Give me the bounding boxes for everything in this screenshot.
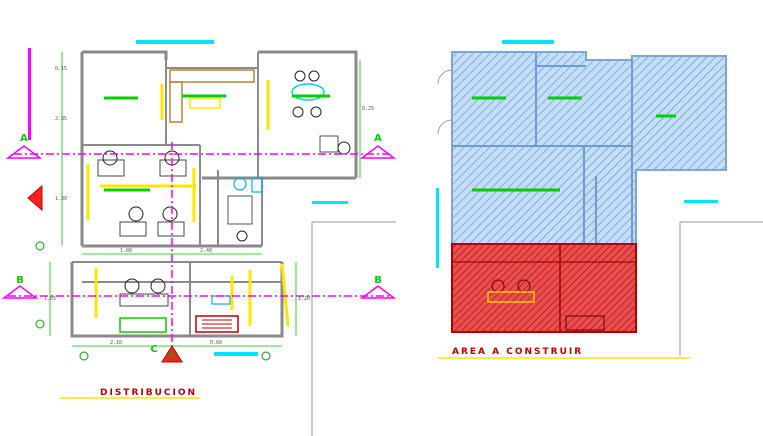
kitchen-counter [169, 69, 255, 123]
yellow-wall-segments [86, 80, 290, 327]
site-boundary [311, 221, 396, 436]
dim-label: 2.10 [110, 340, 122, 346]
cyan-marker [436, 188, 439, 268]
dim-label: 2.85 [55, 116, 67, 122]
dim-label: 0.25 [362, 106, 374, 112]
dim-label: 1.80 [120, 248, 132, 254]
dim-label: 1.30 [55, 196, 67, 202]
dim-label: 0.60 [210, 340, 222, 346]
section-mark-c: C [150, 344, 157, 355]
new-construction-area [451, 243, 637, 333]
section-line-a: A A [5, 133, 397, 159]
plan-distribucion: A A B B C 0.15 2.8 [1, 40, 397, 436]
plan-title-distribucion: DISTRIBUCION [100, 388, 197, 398]
dim-label: 1.65 [44, 296, 56, 302]
cyan-marker [214, 352, 258, 356]
lower-zone-furniture [119, 278, 239, 333]
door-swings [437, 69, 453, 135]
axis-markers [35, 241, 271, 361]
workstations [97, 150, 187, 237]
dimension-labels: 0.15 2.85 1.30 1.65 2.10 0.60 1.80 2.40 … [44, 66, 374, 346]
section-line-b: B B [1, 275, 397, 299]
dim-label: 2.40 [200, 248, 212, 254]
dim-label: 1.20 [298, 296, 310, 302]
inner-walls [72, 52, 282, 336]
section-mark-a-left: A [20, 133, 28, 144]
cyan-marker [312, 201, 348, 204]
existing-area [451, 51, 727, 245]
cyan-marker [136, 40, 214, 44]
cyan-marker [502, 40, 554, 44]
plan-area-a-construir: AREA A CONSTRUIR [436, 40, 763, 359]
existing-inner-walls [452, 52, 633, 244]
elevation-marker [27, 184, 43, 212]
bathroom [227, 177, 263, 242]
dining-table [291, 70, 351, 155]
new-area-furniture [487, 279, 605, 331]
plan-title-area-a-construir: AREA A CONSTRUIR [452, 347, 583, 357]
dim-label: 0.15 [55, 66, 67, 72]
section-line-c: C [150, 142, 183, 363]
magenta-axis-line [28, 48, 31, 140]
site-boundary [679, 221, 763, 356]
dimension-lines [49, 52, 361, 347]
section-mark-a-right: A [374, 133, 382, 144]
section-mark-b-left: B [16, 275, 24, 286]
cyan-marker [684, 200, 718, 203]
section-mark-b-right: B [374, 275, 382, 286]
